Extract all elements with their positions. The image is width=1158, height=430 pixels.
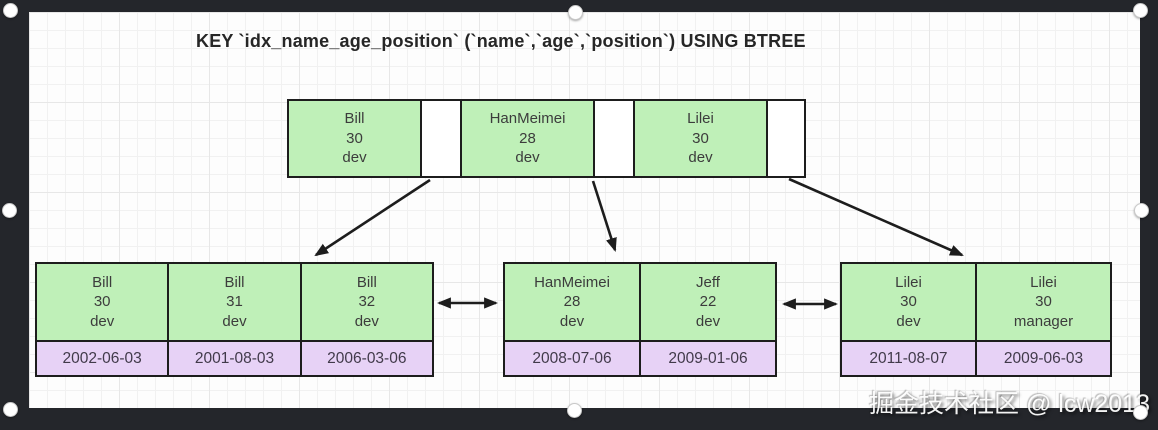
- root-index-entry: Lilei 30 dev: [633, 101, 766, 176]
- selection-handle-top-left[interactable]: [3, 3, 18, 18]
- entry-position: dev: [688, 149, 713, 167]
- entry-age: 30: [692, 129, 709, 147]
- entry-age: 28: [563, 293, 581, 311]
- entry-name: HanMeimei: [534, 273, 610, 291]
- entry-position: dev: [896, 312, 921, 330]
- selection-handle-bottom-right[interactable]: [1133, 405, 1148, 420]
- row-date-value: 2011-08-07: [842, 342, 975, 375]
- entry-age: 28: [519, 129, 536, 147]
- selection-handle-bottom-middle[interactable]: [567, 403, 582, 418]
- selection-handle-top-right[interactable]: [1133, 3, 1148, 18]
- row-date-value: 2006-03-06: [301, 342, 432, 375]
- row-date-value: 2002-06-03: [37, 342, 168, 375]
- row-date-value: 2009-01-06: [641, 342, 775, 375]
- selection-handle-middle-right[interactable]: [1134, 203, 1149, 218]
- entry-age: 22: [699, 293, 717, 311]
- entry-name: Jeff: [696, 273, 720, 291]
- row-date-value: 2008-07-06: [505, 342, 639, 375]
- entry-position: dev: [342, 149, 367, 167]
- entry-name: Bill: [344, 109, 365, 127]
- entry-name: Bill: [224, 273, 245, 291]
- entry-position: dev: [695, 312, 721, 330]
- entry-age: 30: [900, 293, 917, 311]
- root-index-entry: Bill 30 dev: [289, 101, 420, 176]
- entry-age: 32: [358, 293, 376, 311]
- entry-position: dev: [515, 149, 540, 167]
- entry-position: dev: [354, 312, 379, 330]
- entry-name: HanMeimei: [489, 109, 566, 127]
- entry-age: 30: [346, 129, 363, 147]
- index-definition-title: KEY `idx_name_age_position` (`name`,`age…: [196, 31, 806, 51]
- child-pointer-cell: [766, 101, 804, 176]
- btree-root-node: Bill 30 dev HanMeimei 28 dev Lilei 30 dev: [287, 99, 806, 178]
- entry-name: Lilei: [1030, 273, 1057, 291]
- row-date-value: 2001-08-03: [169, 342, 300, 375]
- row-date-value: 2009-06-03: [977, 342, 1110, 375]
- entry-age: 30: [93, 293, 111, 311]
- root-index-entry: HanMeimei 28 dev: [460, 101, 593, 176]
- entry-age: 30: [1035, 293, 1052, 311]
- entry-age: 31: [226, 293, 243, 311]
- entry-name: Bill: [92, 273, 113, 291]
- watermark-text: 掘金技术社区 @ lcw2013: [869, 390, 1150, 418]
- selection-handle-bottom-left[interactable]: [3, 402, 18, 417]
- entry-name: Bill: [356, 273, 377, 291]
- selection-handle-top-middle[interactable]: [568, 5, 583, 20]
- selection-handle-middle-left[interactable]: [2, 203, 17, 218]
- entry-position: dev: [222, 312, 247, 330]
- child-pointer-cell: [593, 101, 633, 176]
- entry-name: Lilei: [687, 109, 714, 127]
- child-pointer-cell: [420, 101, 460, 176]
- entry-position: manager: [1013, 312, 1074, 330]
- entry-position: dev: [559, 312, 585, 330]
- entry-name: Lilei: [895, 273, 922, 291]
- entry-position: dev: [90, 312, 115, 330]
